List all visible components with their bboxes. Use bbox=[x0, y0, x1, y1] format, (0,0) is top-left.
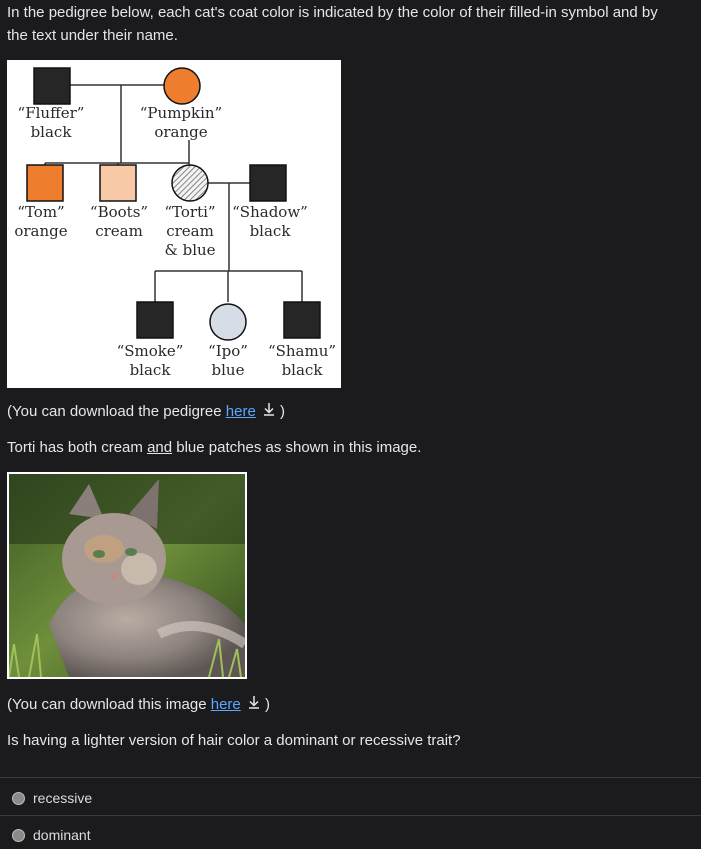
tom-color: orange bbox=[14, 222, 67, 240]
pumpkin-color: orange bbox=[154, 123, 207, 141]
option-recessive[interactable]: recessive bbox=[12, 786, 92, 810]
shamu-color: black bbox=[282, 361, 324, 379]
torti-color: cream bbox=[166, 222, 214, 240]
option-label: recessive bbox=[33, 790, 93, 806]
download-image-link[interactable]: here bbox=[210, 696, 241, 713]
boots-color: cream bbox=[95, 222, 143, 240]
option-dominant[interactable]: dominant bbox=[12, 823, 91, 847]
radio-button[interactable] bbox=[12, 828, 25, 842]
shamu-name: “Shamu” bbox=[268, 342, 336, 360]
question-text: Is having a lighter version of hair colo… bbox=[7, 732, 461, 749]
pumpkin-name: “Pumpkin” bbox=[140, 104, 222, 122]
tom-name: “Tom” bbox=[17, 203, 64, 221]
pedigree-diagram: “Fluffer” black “Pumpkin” orange “Tom” o… bbox=[7, 60, 341, 388]
option-label: dominant bbox=[33, 827, 91, 843]
download-pedigree-line: (You can download the pedigree here ) bbox=[7, 400, 285, 424]
smoke-symbol bbox=[136, 301, 174, 339]
fluffer-color: black bbox=[31, 123, 73, 141]
torti-color-2: & blue bbox=[164, 241, 215, 259]
fluffer-name: “Fluffer” bbox=[18, 104, 85, 122]
boots-symbol bbox=[99, 164, 137, 202]
ipo-color: blue bbox=[212, 361, 245, 379]
download-icon[interactable] bbox=[262, 400, 276, 424]
smoke-color: black bbox=[130, 361, 172, 379]
fluffer-symbol bbox=[33, 67, 71, 105]
boots-name: “Boots” bbox=[90, 203, 148, 221]
intro-line-2: the text under their name. bbox=[7, 27, 178, 44]
pedigree-lines bbox=[44, 84, 303, 302]
smoke-name: “Smoke” bbox=[117, 342, 184, 360]
shadow-name: “Shadow” bbox=[232, 203, 308, 221]
divider bbox=[0, 815, 701, 816]
shadow-color: black bbox=[250, 222, 292, 240]
ipo-symbol bbox=[209, 303, 247, 341]
radio-button[interactable] bbox=[12, 791, 25, 805]
torti-cat-photo bbox=[7, 472, 247, 679]
tom-symbol bbox=[26, 164, 64, 202]
download-pedigree-link[interactable]: here bbox=[225, 403, 256, 420]
torti-name: “Torti” bbox=[164, 203, 215, 221]
download-image-line: (You can download this image here ) bbox=[7, 693, 270, 717]
pumpkin-symbol bbox=[163, 67, 201, 105]
ipo-name: “Ipo” bbox=[208, 342, 248, 360]
torti-description: Torti has both cream and blue patches as… bbox=[7, 439, 422, 456]
divider bbox=[0, 777, 701, 778]
download-icon[interactable] bbox=[247, 693, 261, 717]
torti-symbol bbox=[171, 164, 209, 202]
shamu-symbol bbox=[283, 301, 321, 339]
shadow-symbol bbox=[249, 164, 287, 202]
intro-line-1: In the pedigree below, each cat's coat c… bbox=[7, 4, 658, 21]
